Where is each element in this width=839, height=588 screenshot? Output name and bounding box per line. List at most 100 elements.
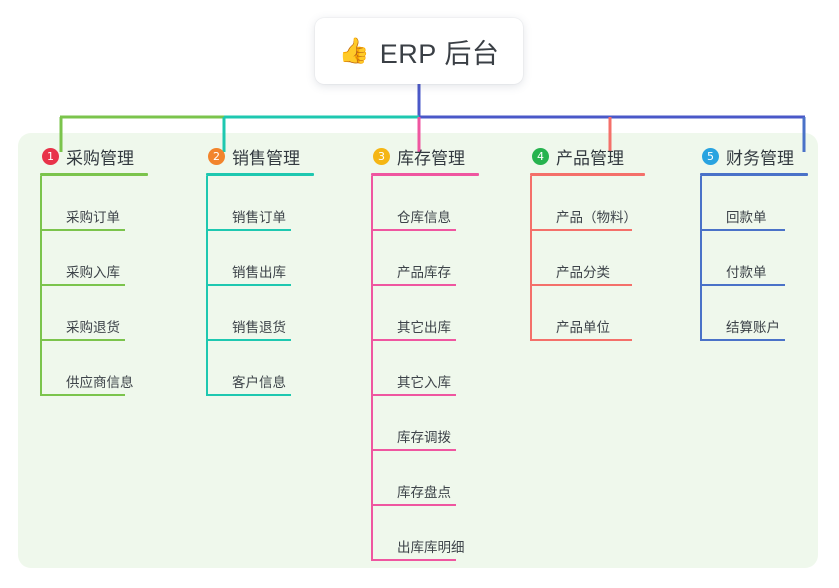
leaf-underline xyxy=(700,284,785,286)
branch-underline-5 xyxy=(700,173,808,176)
leaf-label: 其它出库 xyxy=(397,320,451,335)
leaf-label: 其它入库 xyxy=(397,375,451,390)
leaf-underline xyxy=(371,229,456,231)
leaf-node[interactable]: 客户信息 xyxy=(206,341,314,396)
branch-spine-1 xyxy=(40,176,42,396)
leaf-label: 产品（物料） xyxy=(556,210,637,225)
branch-column-5[interactable]: 5 财务管理回款单付款单结算账户 xyxy=(700,145,808,341)
leaf-node[interactable]: 销售出库 xyxy=(206,231,314,286)
leaf-label: 采购入库 xyxy=(66,265,120,280)
branch-header-1[interactable]: 1 采购管理 xyxy=(40,145,148,168)
leaf-label: 库存盘点 xyxy=(397,485,451,500)
leaf-underline xyxy=(206,394,291,396)
branch-underline-4 xyxy=(530,173,645,176)
leaf-label: 付款单 xyxy=(726,265,767,280)
leaf-underline xyxy=(206,284,291,286)
leaf-label: 产品分类 xyxy=(556,265,610,280)
leaf-node[interactable]: 仓库信息 xyxy=(371,176,479,231)
branch-items-3: 仓库信息产品库存其它出库其它入库库存调拨库存盘点出库库明细 xyxy=(371,176,479,561)
branch-underline-3 xyxy=(371,173,479,176)
branch-spine-3 xyxy=(371,176,373,561)
leaf-underline xyxy=(371,449,456,451)
leaf-underline xyxy=(40,339,125,341)
leaf-node[interactable]: 库存调拨 xyxy=(371,396,479,451)
leaf-label: 产品单位 xyxy=(556,320,610,335)
leaf-underline xyxy=(371,284,456,286)
branch-column-2[interactable]: 2 销售管理销售订单销售出库销售退货客户信息 xyxy=(206,145,314,396)
leaf-label: 仓库信息 xyxy=(397,210,451,225)
leaf-node[interactable]: 结算账户 xyxy=(700,286,808,341)
leaf-node[interactable]: 出库库明细 xyxy=(371,506,479,561)
branch-title-3: 库存管理 xyxy=(397,148,465,168)
leaf-node[interactable]: 供应商信息 xyxy=(40,341,148,396)
leaf-label: 销售退货 xyxy=(232,320,286,335)
leaf-label: 销售出库 xyxy=(232,265,286,280)
branch-badge-5: 5 xyxy=(702,147,719,165)
branch-column-3[interactable]: 3 库存管理仓库信息产品库存其它出库其它入库库存调拨库存盘点出库库明细 xyxy=(371,145,479,561)
branch-spine-2 xyxy=(206,176,208,396)
leaf-label: 库存调拨 xyxy=(397,430,451,445)
leaf-underline xyxy=(700,339,785,341)
leaf-underline xyxy=(40,284,125,286)
leaf-node[interactable]: 销售退货 xyxy=(206,286,314,341)
leaf-label: 销售订单 xyxy=(232,210,286,225)
branch-column-1[interactable]: 1 采购管理采购订单采购入库采购退货供应商信息 xyxy=(40,145,148,396)
branch-header-3[interactable]: 3 库存管理 xyxy=(371,145,479,168)
leaf-node[interactable]: 库存盘点 xyxy=(371,451,479,506)
leaf-underline xyxy=(206,229,291,231)
leaf-node[interactable]: 产品分类 xyxy=(530,231,645,286)
leaf-node[interactable]: 产品库存 xyxy=(371,231,479,286)
root-title: ERP 后台 xyxy=(379,38,500,69)
branch-title-1: 采购管理 xyxy=(66,148,134,168)
branch-badge-1: 1 xyxy=(42,147,59,165)
branch-badge-2: 2 xyxy=(208,147,225,165)
leaf-underline xyxy=(530,284,632,286)
leaf-underline xyxy=(530,229,632,231)
leaf-underline xyxy=(700,229,785,231)
leaf-node[interactable]: 其它入库 xyxy=(371,341,479,396)
leaf-node[interactable]: 采购退货 xyxy=(40,286,148,341)
leaf-node[interactable]: 其它出库 xyxy=(371,286,479,341)
branch-header-5[interactable]: 5 财务管理 xyxy=(700,145,808,168)
leaf-node[interactable]: 采购入库 xyxy=(40,231,148,286)
branch-badge-3: 3 xyxy=(373,147,390,165)
leaf-label: 采购订单 xyxy=(66,210,120,225)
branch-underline-2 xyxy=(206,173,314,176)
leaf-underline xyxy=(371,339,456,341)
leaf-underline xyxy=(371,504,456,506)
leaf-label: 客户信息 xyxy=(232,375,286,390)
branch-items-4: 产品（物料） 产品分类产品单位 xyxy=(530,176,645,341)
leaf-label: 供应商信息 xyxy=(66,375,134,390)
branch-spine-5 xyxy=(700,176,702,341)
thumbs-up-icon: 👍 xyxy=(338,36,370,65)
leaf-node[interactable]: 回款单 xyxy=(700,176,808,231)
branch-underline-1 xyxy=(40,173,148,176)
branch-title-2: 销售管理 xyxy=(232,148,300,168)
leaf-underline xyxy=(530,339,632,341)
branch-header-2[interactable]: 2 销售管理 xyxy=(206,145,314,168)
leaf-label: 回款单 xyxy=(726,210,767,225)
branch-items-1: 采购订单采购入库采购退货供应商信息 xyxy=(40,176,148,396)
leaf-node[interactable]: 付款单 xyxy=(700,231,808,286)
branch-badge-4: 4 xyxy=(532,147,549,165)
branch-title-5: 财务管理 xyxy=(726,148,794,168)
diagram-panel xyxy=(18,133,818,568)
leaf-node[interactable]: 产品单位 xyxy=(530,286,645,341)
leaf-underline xyxy=(40,394,125,396)
leaf-label: 产品库存 xyxy=(397,265,451,280)
leaf-node[interactable]: 采购订单 xyxy=(40,176,148,231)
leaf-label: 采购退货 xyxy=(66,320,120,335)
leaf-underline xyxy=(371,559,456,561)
leaf-underline xyxy=(206,339,291,341)
leaf-label: 出库库明细 xyxy=(397,540,465,555)
leaf-underline xyxy=(371,394,456,396)
leaf-node[interactable]: 产品（物料） xyxy=(530,176,645,231)
root-node[interactable]: 👍 ERP 后台 xyxy=(315,18,523,84)
branch-items-2: 销售订单销售出库销售退货客户信息 xyxy=(206,176,314,396)
leaf-node[interactable]: 销售订单 xyxy=(206,176,314,231)
leaf-underline xyxy=(40,229,125,231)
